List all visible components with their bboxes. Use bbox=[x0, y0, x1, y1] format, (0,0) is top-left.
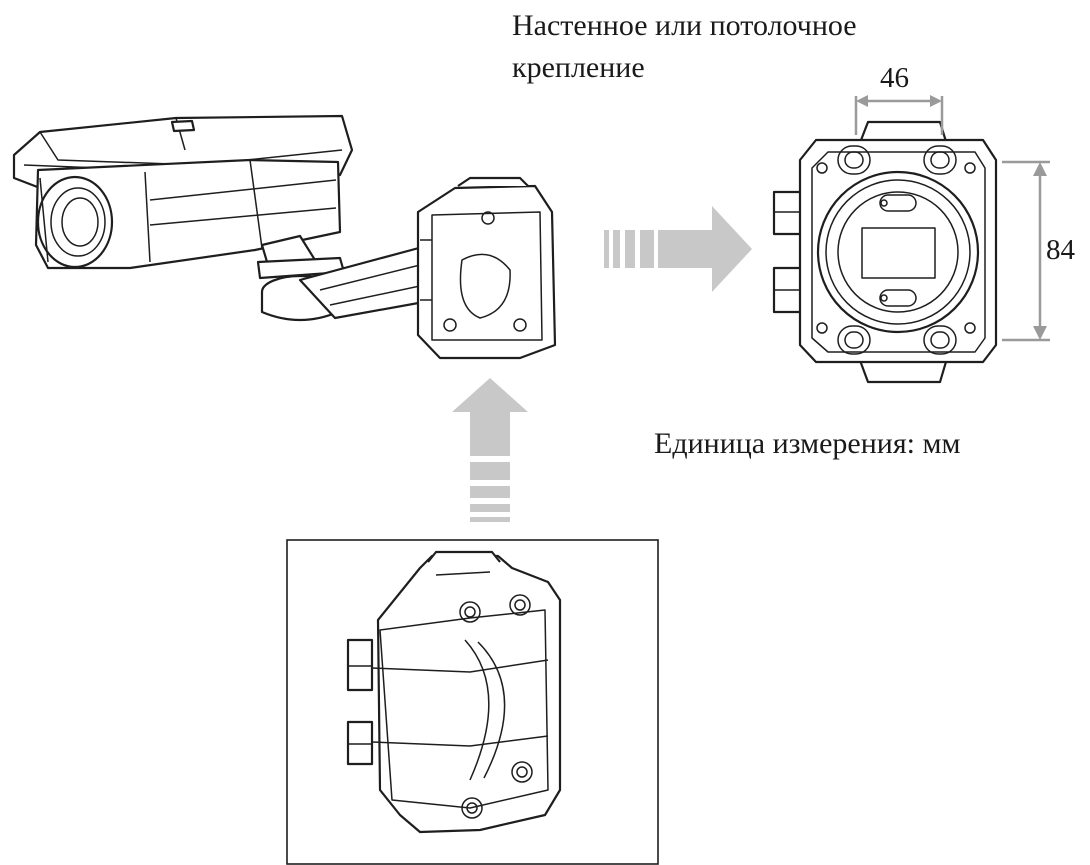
mount-plate-front bbox=[772, 120, 998, 384]
junction-box-mounted bbox=[416, 176, 557, 360]
dimension-markers bbox=[854, 95, 1050, 342]
bullet-camera bbox=[12, 114, 354, 270]
arrow-right bbox=[604, 206, 752, 292]
bracket-arm bbox=[256, 234, 437, 322]
title-line-2: крепление bbox=[512, 51, 645, 84]
title-line-1: Настенное или потолочное bbox=[512, 9, 857, 42]
junction-box-detail bbox=[286, 539, 659, 865]
unit-note: Единица измерения: мм bbox=[654, 427, 961, 460]
dimension-width-label: 46 bbox=[880, 62, 909, 94]
arrow-up bbox=[452, 378, 528, 522]
dimension-height-label: 84 bbox=[1046, 234, 1075, 266]
